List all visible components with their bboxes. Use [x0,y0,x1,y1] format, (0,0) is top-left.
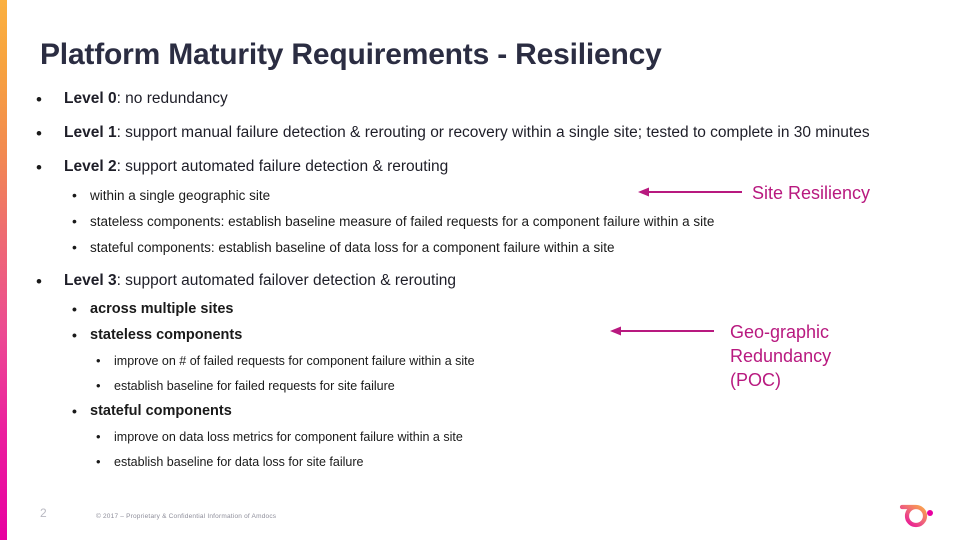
slide-number: 2 [40,506,47,520]
bullet-dot-icon: • [36,90,42,109]
list-item: • stateless components: establish baseli… [26,212,926,231]
bullet-dot-icon: • [36,272,42,291]
stateless-item-0: improve on # of failed requests for comp… [114,354,475,368]
bullet-level-1-rest: : support manual failure detection & rer… [116,124,870,141]
bullet-level-3-label: Level 3 [64,272,117,289]
level-3-sub-stateless: stateless components [90,327,243,343]
annotation-site-resiliency: Site Resiliency [752,183,871,203]
bullet-level-1-text: Level 1: support manual failure detectio… [64,122,926,143]
bullet-level-2: • Level 2: support automated failure det… [26,156,926,177]
list-item: • stateless components [26,326,926,345]
bullet-dot-icon: • [96,429,101,444]
level-3-sub-stateful: stateful components [90,403,232,419]
list-item: • improve on # of failed requests for co… [26,352,926,370]
bullet-level-3-text: Level 3: support automated failover dete… [64,270,926,291]
slide-body: • Level 0: no redundancy • Level 1: supp… [26,88,926,478]
bullet-dot-icon: • [72,187,77,203]
stateful-item-0: improve on data loss metrics for compone… [114,430,463,444]
level-2-sub-1: stateless components: establish baseline… [90,214,715,229]
stateful-item-1: establish baseline for data loss for sit… [114,455,364,469]
bullet-dot-icon: • [36,158,42,177]
stateless-item-1: establish baseline for failed requests f… [114,379,395,393]
bullet-dot-icon: • [72,301,77,317]
bullet-level-0-rest: : no redundancy [116,90,228,107]
amdocs-logo [899,504,933,528]
bullet-level-2-label: Level 2 [64,158,117,175]
bullet-dot-icon: • [72,213,77,229]
list-item: • within a single geographic site [26,186,926,205]
bullet-level-0: • Level 0: no redundancy [26,88,926,109]
bullet-level-1: • Level 1: support manual failure detect… [26,122,926,143]
bullet-dot-icon: • [72,239,77,255]
list-item: • stateful components [26,402,926,421]
level-2-sub-0: within a single geographic site [90,188,271,203]
list-item: • improve on data loss metrics for compo… [26,428,926,446]
bullet-dot-icon: • [96,454,101,469]
bullet-level-3-rest: : support automated failover detection &… [116,272,457,289]
left-arrow-icon [638,187,742,197]
list-item: • establish baseline for failed requests… [26,377,926,395]
list-item: • establish baseline for data loss for s… [26,453,926,471]
bullet-level-0-text: Level 0: no redundancy [64,88,926,109]
list-item: • across multiple sites [26,300,926,319]
bullet-dot-icon: • [96,378,101,393]
level-3-sub-across: across multiple sites [90,301,234,317]
bullet-dot-icon: • [96,353,101,368]
footer-copyright: © 2017 – Proprietary & Confidential Info… [96,513,277,520]
left-arrow-icon [610,326,714,336]
bullet-level-2-rest: : support automated failure detection & … [116,158,449,175]
left-gradient-accent-bar [0,0,7,540]
level-2-sub-2: stateful components: establish baseline … [90,240,615,255]
page-title: Platform Maturity Requirements - Resilie… [40,38,662,71]
bullet-dot-icon: • [36,124,42,143]
bullet-dot-icon: • [72,327,77,343]
list-item: • stateful components: establish baselin… [26,238,926,257]
bullet-level-2-text: Level 2: support automated failure detec… [64,156,926,177]
annotation-geo-redundancy: Geo-graphic Redundancy (POC) [730,322,832,390]
bullet-dot-icon: • [72,403,77,419]
bullet-level-3: • Level 3: support automated failover de… [26,270,926,291]
bullet-level-0-label: Level 0 [64,90,117,107]
bullet-level-1-label: Level 1 [64,124,117,141]
